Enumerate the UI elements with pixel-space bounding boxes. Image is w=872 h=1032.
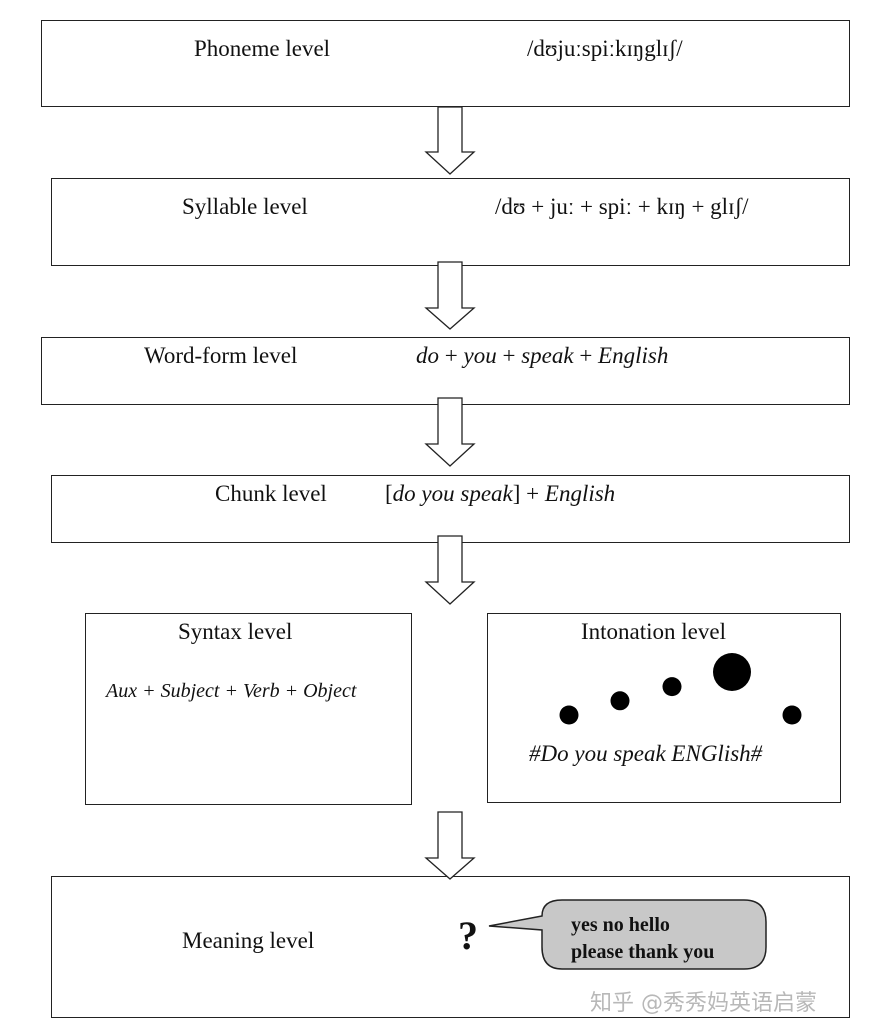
syntax-level-label: Syntax level bbox=[178, 619, 293, 644]
down-arrow-icon bbox=[424, 261, 476, 330]
chunk-level-box bbox=[51, 475, 850, 543]
chunk-phrase: do you speak bbox=[392, 481, 513, 506]
syllable-level-label: Syllable level bbox=[182, 194, 308, 219]
down-arrow-icon bbox=[424, 811, 476, 880]
syllable-level-box bbox=[51, 178, 850, 266]
phoneme-level-box bbox=[41, 20, 850, 107]
syntax-level-box bbox=[85, 613, 412, 805]
word-do: do bbox=[416, 343, 439, 368]
chunk-rest: English bbox=[544, 481, 616, 506]
down-arrow-icon bbox=[424, 397, 476, 467]
intonation-level-box bbox=[487, 613, 841, 803]
watermark: 知乎 @秀秀妈英语启蒙 bbox=[590, 991, 817, 1016]
speech-bubble-text: yes no hello please thank you bbox=[571, 912, 714, 966]
word-english: English bbox=[598, 343, 669, 368]
word-speak: speak bbox=[521, 343, 574, 368]
syllable-transcription: /dʊ + juː + spiː + kɪŋ + glɪʃ/ bbox=[495, 194, 749, 219]
wordform-level-label: Word-form level bbox=[144, 343, 298, 368]
wordform-level-box bbox=[41, 337, 850, 405]
intonation-sentence: #Do you speak ENGlish# bbox=[529, 741, 763, 766]
phoneme-transcription: /dʊjuːspiːkɪŋglɪʃ/ bbox=[527, 36, 683, 61]
word-you: you bbox=[463, 343, 497, 368]
chunk-content: [do you speak] + English bbox=[385, 481, 615, 507]
chunk-level-label: Chunk level bbox=[215, 481, 327, 506]
bubble-line-2: please thank you bbox=[571, 941, 715, 963]
phoneme-level-label: Phoneme level bbox=[194, 36, 331, 61]
plus-sign: + bbox=[439, 343, 464, 368]
syntax-formula: Aux + Subject + Verb + Object bbox=[106, 680, 357, 702]
meaning-level-label: Meaning level bbox=[182, 928, 315, 953]
plus-sign: + bbox=[573, 343, 599, 368]
bubble-line-1: yes no hello bbox=[571, 914, 670, 936]
open-bracket: [ bbox=[385, 481, 393, 506]
down-arrow-icon bbox=[424, 535, 476, 605]
down-arrow-icon bbox=[424, 106, 476, 175]
question-mark: ? bbox=[458, 913, 478, 958]
intonation-level-label: Intonation level bbox=[581, 619, 726, 644]
plus-sign: + bbox=[496, 343, 522, 368]
close-bracket-plus: ] + bbox=[512, 481, 545, 506]
wordform-content: do + you + speak + English bbox=[416, 343, 668, 369]
